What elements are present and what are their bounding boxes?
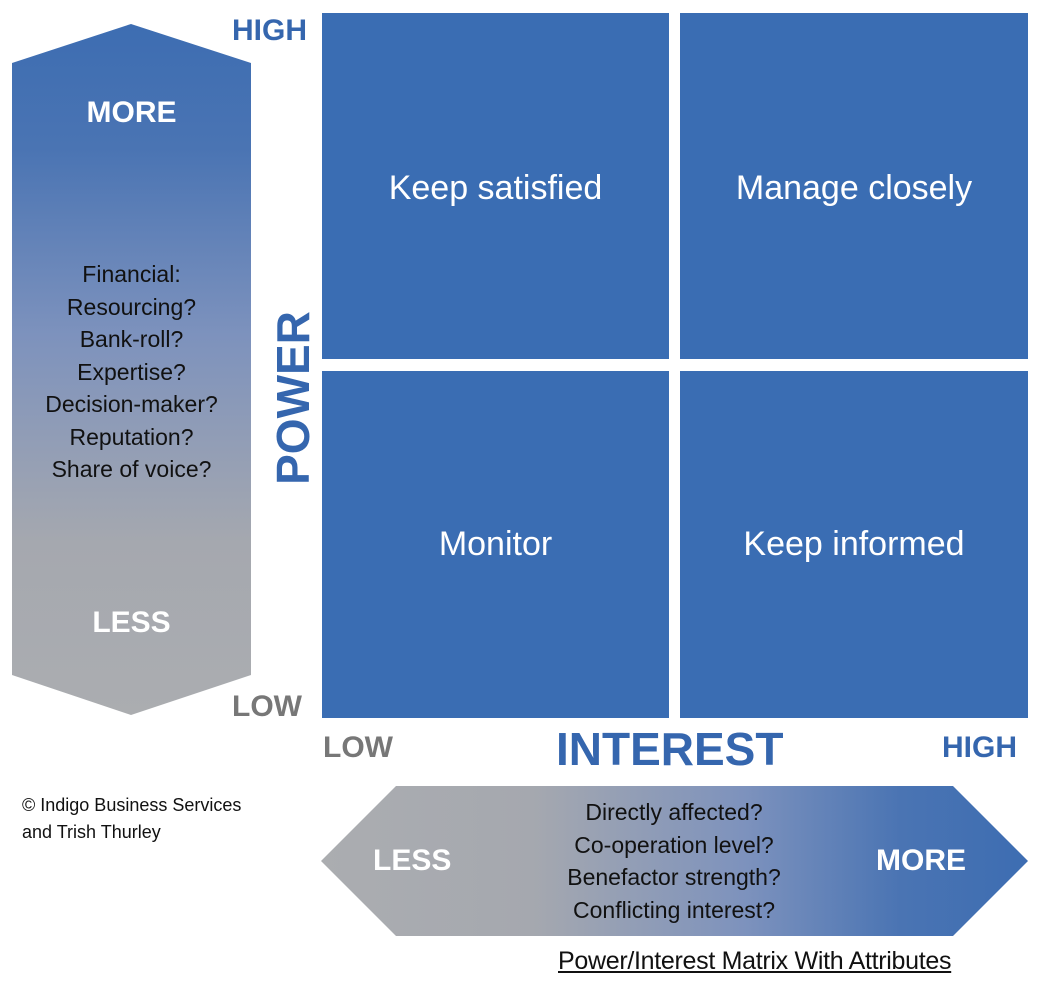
power-title-text: POWER	[267, 311, 319, 485]
copyright-line: and Trish Thurley	[22, 822, 161, 842]
quadrant-label: Monitor	[438, 525, 553, 563]
attribute-item: Conflicting interest?	[573, 896, 775, 923]
copyright-notice: © Indigo Business Services and Trish Thu…	[22, 792, 241, 846]
interest-attributes: Directly affected? Co-operation level? B…	[534, 796, 814, 926]
copyright-line: © Indigo Business Services	[22, 795, 242, 815]
interest-title: INTEREST	[556, 723, 784, 775]
quadrant-keep-satisfied: Keep satisfied	[322, 13, 669, 359]
interest-less-label: LESS	[373, 844, 452, 877]
attribute-item: Benefactor strength?	[567, 864, 781, 890]
attribute-item: Resourcing?	[66, 293, 197, 320]
attribute-item: Financial:	[82, 261, 181, 287]
quadrant-keep-informed: Keep informed	[680, 371, 1028, 718]
interest-low-label: LOW	[323, 731, 393, 764]
interest-high-label: HIGH	[942, 731, 1017, 764]
interest-arrow	[321, 786, 1028, 936]
attribute-item: Co-operation level?	[574, 831, 774, 858]
power-arrow	[12, 24, 251, 715]
quadrant-label: Manage closely	[735, 168, 973, 207]
attribute-item: Directly affected?	[585, 799, 763, 825]
quadrant-label: Keep informed	[743, 525, 965, 563]
power-more-label: MORE	[86, 96, 177, 129]
quadrant-monitor: Monitor	[322, 371, 669, 718]
quadrant-label: Keep satisfied	[388, 168, 603, 207]
power-less-label: LESS	[92, 606, 171, 639]
power-low-label: LOW	[232, 690, 302, 723]
attribute-item: Share of voice?	[51, 456, 212, 482]
interest-more-label: MORE	[876, 844, 966, 877]
power-title: POWER	[263, 311, 323, 485]
power-high-label: HIGH	[232, 14, 307, 47]
attribute-item: Decision-maker?	[45, 391, 218, 417]
quadrant-manage-closely: Manage closely	[680, 13, 1028, 359]
attribute-item: Expertise?	[77, 358, 186, 385]
diagram-caption: Power/Interest Matrix With Attributes	[558, 947, 952, 975]
attribute-item: Reputation?	[69, 423, 194, 450]
attribute-item: Bank-roll?	[79, 326, 184, 352]
power-attributes: Financial: Resourcing? Bank-roll? Expert…	[12, 258, 251, 486]
